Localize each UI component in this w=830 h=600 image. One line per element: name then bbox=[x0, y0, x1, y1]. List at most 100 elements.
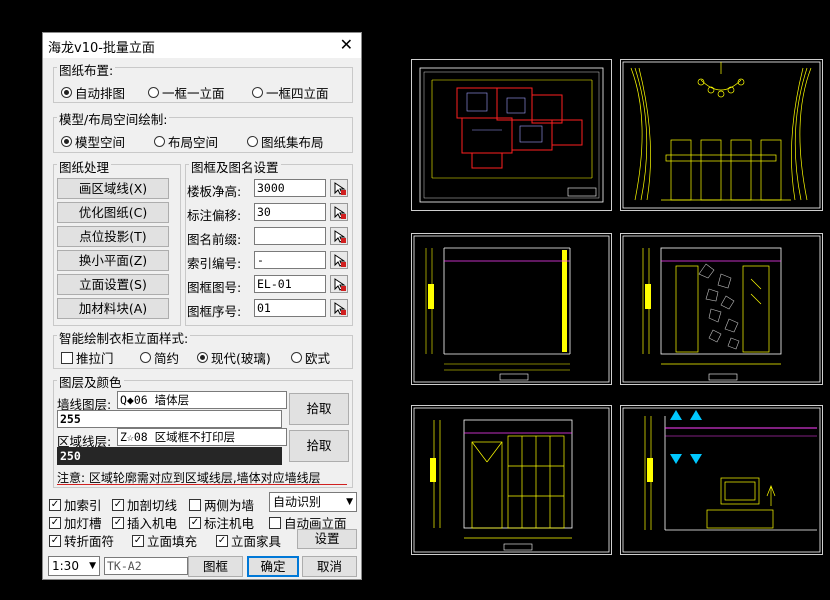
note-underline bbox=[57, 484, 347, 485]
frame-serial-input[interactable]: 01 bbox=[254, 299, 326, 317]
elevation-fill-checkbox[interactable]: ✓立面填充 bbox=[132, 534, 198, 549]
radio-auto-layout[interactable]: 自动排图 bbox=[61, 83, 125, 102]
radio-dot bbox=[61, 87, 72, 98]
region-layer-label: 区域线层: bbox=[57, 434, 112, 449]
space-group bbox=[53, 117, 353, 153]
floor-plan-thumbnail[interactable] bbox=[411, 59, 612, 211]
elevation-c-thumbnail[interactable] bbox=[411, 405, 612, 555]
cancel-button[interactable]: 取消 bbox=[302, 556, 357, 577]
auto-draw-elevation-checkbox[interactable]: 自动画立面 bbox=[269, 513, 347, 532]
floor-plan-drawing bbox=[419, 67, 604, 203]
close-icon[interactable]: ✕ bbox=[339, 35, 353, 54]
recognize-mode-select[interactable]: 自动识别▼ bbox=[269, 492, 357, 512]
region-pick-button[interactable]: 拾取 bbox=[289, 430, 349, 462]
radio-one-frame-four[interactable]: 一框四立面 bbox=[252, 83, 329, 102]
checkbox-box bbox=[189, 498, 201, 511]
scale-select[interactable]: 1:30▼ bbox=[48, 556, 100, 576]
add-material-button[interactable]: 加材料块(A) bbox=[57, 298, 169, 319]
wardrobe-group bbox=[53, 335, 353, 369]
elevation-d-thumbnail[interactable] bbox=[620, 405, 823, 555]
dining-elevation-thumbnail[interactable] bbox=[620, 59, 823, 211]
dim-mep-checkbox[interactable]: ✓标注机电 bbox=[189, 516, 255, 531]
pick-cursor-icon[interactable] bbox=[330, 203, 348, 221]
radio-sheet-set[interactable]: 图纸集布局 bbox=[247, 132, 324, 151]
radio-modern-glass[interactable]: 现代(玻璃) bbox=[197, 348, 271, 367]
elevation-b-drawing bbox=[622, 235, 821, 383]
checkbox-box: ✓ bbox=[132, 534, 144, 547]
radio-dot bbox=[140, 352, 151, 363]
pick-cursor-icon[interactable] bbox=[330, 299, 348, 317]
add-section-line-checkbox[interactable]: ✓加剖切线 bbox=[112, 498, 178, 513]
dim-offset-label: 标注偏移: bbox=[187, 208, 242, 223]
checkbox-box: ✓ bbox=[112, 498, 124, 511]
frame-button[interactable]: 图框 bbox=[188, 556, 243, 577]
region-layer-input[interactable]: Z☆08 区域框不打印层 bbox=[117, 428, 287, 446]
dim-offset-input[interactable]: 30 bbox=[254, 203, 326, 221]
swap-plan-button[interactable]: 换小平面(Z) bbox=[57, 250, 169, 271]
checkbox-box: ✓ bbox=[49, 534, 61, 547]
index-number-label: 索引编号: bbox=[187, 256, 242, 271]
wardrobe-group-label: 智能绘制衣柜立面样式: bbox=[57, 328, 191, 347]
layer-group bbox=[53, 380, 353, 488]
elevation-furniture-checkbox[interactable]: ✓立面家具 bbox=[216, 534, 282, 549]
elevation-b-thumbnail[interactable] bbox=[620, 233, 823, 385]
floor-height-input[interactable]: 3000 bbox=[254, 179, 326, 197]
name-prefix-input[interactable] bbox=[254, 227, 326, 245]
frame-group-label: 图框及图名设置 bbox=[189, 157, 281, 176]
batch-elevation-dialog: 海龙v10-批量立面 ✕ 图纸布置: 自动排图 一框一立面 一框四立面 模型/布… bbox=[42, 32, 362, 580]
wall-color-value[interactable]: 255 bbox=[57, 410, 282, 428]
pick-cursor-icon[interactable] bbox=[330, 275, 348, 293]
radio-dot bbox=[291, 352, 302, 363]
process-group-label: 图纸处理 bbox=[57, 157, 112, 176]
wall-layer-input[interactable]: Q◆06 墙体层 bbox=[117, 391, 287, 409]
title-bar[interactable]: 海龙v10-批量立面 ✕ bbox=[43, 33, 361, 58]
settings-button[interactable]: 设置 bbox=[297, 529, 357, 549]
point-projection-button[interactable]: 点位投影(T) bbox=[57, 226, 169, 247]
radio-layout-space[interactable]: 布局空间 bbox=[154, 132, 218, 151]
elevation-a-drawing bbox=[413, 235, 610, 383]
checkbox-box: ✓ bbox=[216, 534, 228, 547]
frame-drawing-no-input[interactable]: EL-01 bbox=[254, 275, 326, 293]
walls-both-sides-checkbox[interactable]: 两侧为墙 bbox=[189, 495, 254, 514]
layout-group bbox=[53, 67, 353, 103]
add-index-checkbox[interactable]: ✓加索引 bbox=[49, 498, 102, 513]
wall-pick-button[interactable]: 拾取 bbox=[289, 393, 349, 425]
radio-one-frame-one[interactable]: 一框一立面 bbox=[148, 83, 225, 102]
index-number-input[interactable]: - bbox=[254, 251, 326, 269]
radio-dot bbox=[247, 136, 258, 147]
dining-elevation-drawing bbox=[622, 61, 821, 209]
ok-button[interactable]: 确定 bbox=[247, 556, 299, 577]
layer-note: 注意: 区域轮廓需对应到区域线层,墙体对应墙线层 bbox=[57, 471, 321, 485]
pick-cursor-icon[interactable] bbox=[330, 179, 348, 197]
radio-dot bbox=[61, 136, 72, 147]
layout-group-label: 图纸布置: bbox=[57, 60, 116, 79]
elevation-settings-button[interactable]: 立面设置(S) bbox=[57, 274, 169, 295]
elevation-a-thumbnail[interactable] bbox=[411, 233, 612, 385]
checkbox-box bbox=[269, 516, 281, 529]
draw-region-button[interactable]: 画区域线(X) bbox=[57, 178, 169, 199]
name-prefix-label: 图名前缀: bbox=[187, 232, 242, 247]
radio-simple[interactable]: 简约 bbox=[140, 348, 179, 367]
pick-cursor-icon[interactable] bbox=[330, 227, 348, 245]
radio-model-space[interactable]: 模型空间 bbox=[61, 132, 125, 151]
pick-cursor-icon[interactable] bbox=[330, 251, 348, 269]
wall-layer-label: 墙线图层: bbox=[57, 397, 112, 412]
optimize-drawing-button[interactable]: 优化图纸(C) bbox=[57, 202, 169, 223]
region-color-value[interactable]: 250 bbox=[57, 447, 282, 465]
checkbox-box: ✓ bbox=[112, 516, 124, 529]
frame-name-input[interactable]: TK-A2 bbox=[104, 557, 188, 575]
elevation-c-drawing bbox=[413, 407, 610, 553]
radio-european[interactable]: 欧式 bbox=[291, 348, 330, 367]
sliding-door-checkbox[interactable]: 推拉门 bbox=[61, 348, 114, 367]
frame-drawing-no-label: 图框图号: bbox=[187, 280, 242, 295]
elevation-d-drawing bbox=[622, 407, 821, 553]
chevron-down-icon: ▼ bbox=[89, 561, 96, 571]
radio-dot bbox=[252, 87, 263, 98]
insert-mep-checkbox[interactable]: ✓插入机电 bbox=[112, 516, 178, 531]
layer-group-label: 图层及颜色 bbox=[57, 372, 124, 391]
add-light-trough-checkbox[interactable]: ✓加灯槽 bbox=[49, 516, 102, 531]
checkbox-box: ✓ bbox=[189, 516, 201, 529]
checkbox-box: ✓ bbox=[49, 516, 61, 529]
checkbox-box bbox=[61, 351, 73, 364]
turn-symbol-checkbox[interactable]: ✓转折面符 bbox=[49, 534, 115, 549]
